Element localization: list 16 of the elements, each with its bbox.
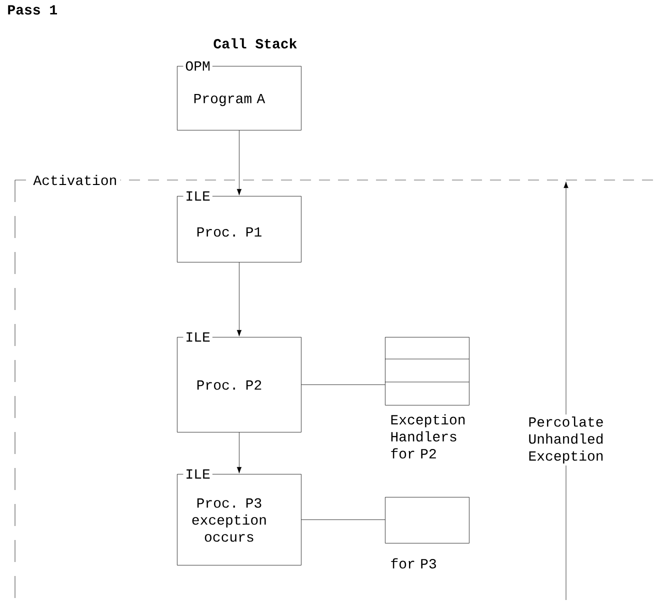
procedure-box: OPM Program A <box>177 59 302 130</box>
arrow <box>236 432 242 474</box>
node-label: Activation <box>33 174 116 186</box>
handler-table <box>384 337 470 406</box>
heading: Call Stack <box>214 38 297 48</box>
procedure-box: ILE Proc. P2 <box>177 330 302 432</box>
arrow <box>236 130 242 196</box>
connector-line <box>301 384 386 385</box>
procedure-box: ILE Proc. P1 <box>177 189 302 262</box>
node-label: for P3 <box>391 558 436 568</box>
title: Pass 1 <box>8 5 57 15</box>
procedure-box: ILE Proc. P3 exception occurs <box>177 467 302 566</box>
handler-box <box>385 497 470 544</box>
node-label: Exception Handlers for P2 <box>391 414 465 458</box>
note: Percolate Unhandled Exception <box>529 416 603 464</box>
arrow <box>236 262 242 336</box>
